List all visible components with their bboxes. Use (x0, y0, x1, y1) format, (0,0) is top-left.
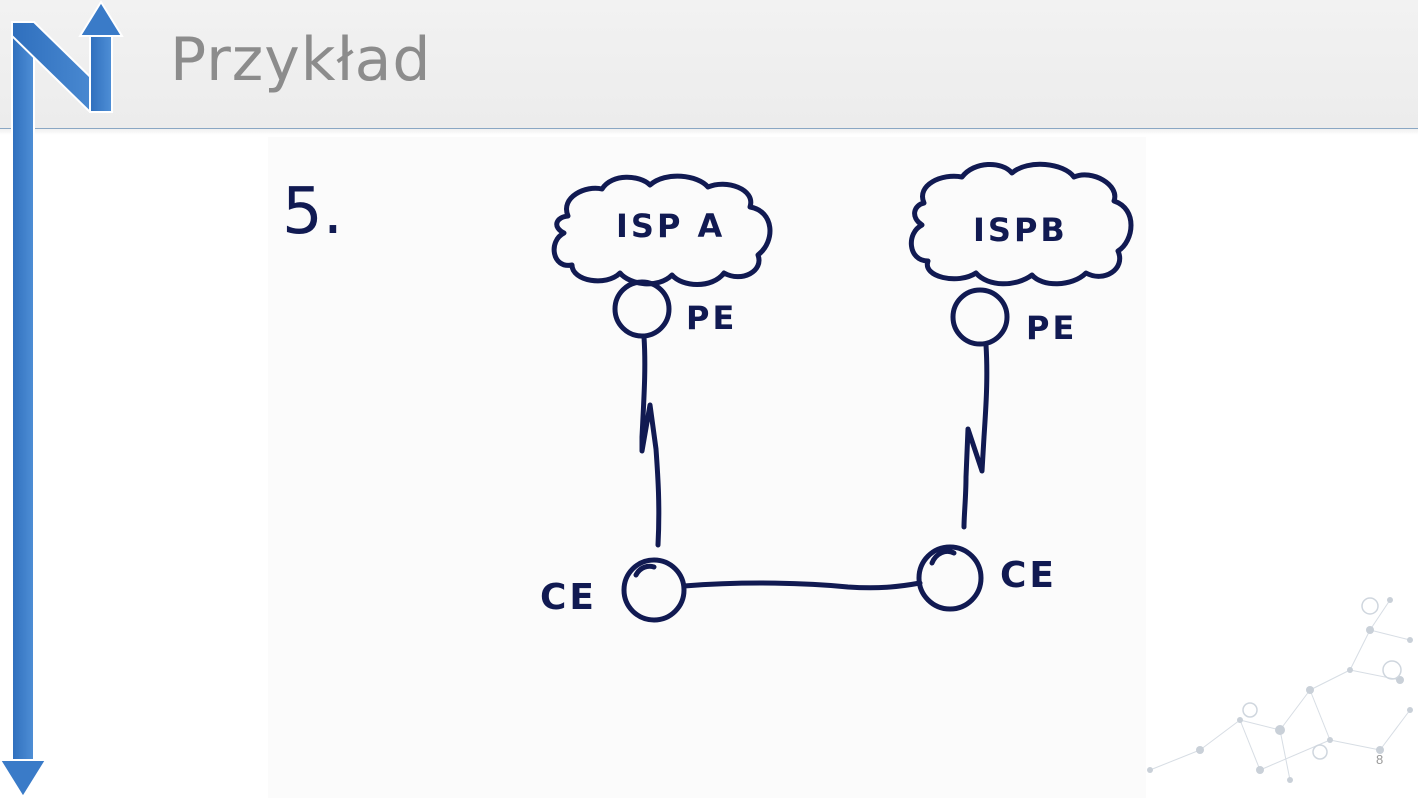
network-diagram: 5. ISP A ISPB PE PE CE CE (282, 161, 1134, 623)
ce-right-stroke (929, 548, 957, 566)
isp-a-cloud (551, 173, 773, 287)
isp-a-label: ISP A (616, 207, 725, 245)
network-pattern-decoration (1147, 597, 1413, 783)
ce-left-node (621, 557, 687, 623)
step-number: 5. (282, 175, 343, 249)
isp-b-label: ISPB (973, 211, 1068, 249)
page-number: 8 (1376, 752, 1384, 767)
header-divider (0, 129, 1418, 135)
ce-ce-link (681, 580, 923, 591)
slide-title: Przykład (170, 25, 432, 95)
pe-ce-left-link (639, 334, 662, 548)
slide-header (0, 0, 1418, 129)
ce-right-label: CE (1000, 555, 1057, 596)
pe-ce-right-link (961, 342, 990, 530)
pe-right-node (950, 287, 1010, 347)
ce-left-label: CE (540, 577, 597, 618)
pe-right-label: PE (1026, 309, 1077, 347)
brand-logo-n-arrow-icon (0, 0, 124, 798)
whiteboard-sketch: 5. ISP A ISPB PE PE CE CE (268, 137, 1146, 798)
isp-b-cloud (908, 161, 1134, 287)
ce-right-node (916, 544, 984, 612)
pe-left-label: PE (686, 299, 737, 337)
ce-left-stroke (633, 563, 657, 578)
pe-left-node (612, 279, 672, 339)
